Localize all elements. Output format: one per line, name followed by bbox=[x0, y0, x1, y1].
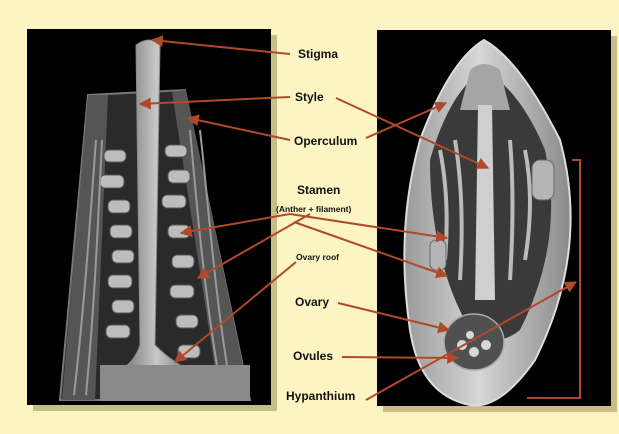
bud-style bbox=[475, 105, 495, 300]
label-stamen: Stamen bbox=[297, 183, 341, 197]
label-stigma: Stigma bbox=[298, 47, 339, 61]
bud-ovary bbox=[443, 313, 505, 371]
style-column bbox=[116, 39, 196, 373]
label-ovary: Ovary bbox=[295, 295, 330, 309]
pointer-operculum-left bbox=[186, 114, 291, 141]
left-micrograph bbox=[27, 29, 277, 411]
hypanthium-bracket bbox=[527, 159, 581, 399]
ovary-base bbox=[100, 365, 250, 401]
pointer-stamen-filament bbox=[196, 213, 311, 279]
label-operculum: Operculum bbox=[294, 134, 358, 148]
pointer-hypanthium bbox=[365, 281, 578, 401]
pointer-stamen-right-2 bbox=[293, 221, 449, 279]
label-style: Style bbox=[295, 90, 324, 104]
label-stamen-detail: (Anther + filament) bbox=[276, 204, 352, 214]
pointer-ovary bbox=[337, 302, 451, 334]
label-hypanthium: Hypanthium bbox=[286, 389, 356, 403]
pointer-operculum-right bbox=[365, 101, 448, 139]
label-ovules: Ovules bbox=[293, 349, 334, 363]
pointer-ovules bbox=[341, 351, 460, 364]
left-wall bbox=[62, 95, 108, 400]
pointer-style-right bbox=[335, 97, 490, 169]
filaments bbox=[73, 129, 233, 396]
pointer-style-left bbox=[138, 96, 291, 110]
pointer-stamen-right bbox=[289, 213, 449, 243]
pointer-ovary-roof bbox=[174, 261, 297, 363]
left-stamens bbox=[99, 149, 135, 339]
label-ovary-roof: Ovary roof bbox=[296, 252, 339, 262]
pointer-stamen-left bbox=[179, 213, 291, 238]
right-stamens bbox=[161, 144, 201, 359]
pointer-lines bbox=[138, 35, 578, 401]
bud-operculum bbox=[460, 64, 510, 110]
right-micrograph bbox=[377, 30, 617, 412]
pointer-stigma bbox=[150, 35, 291, 55]
